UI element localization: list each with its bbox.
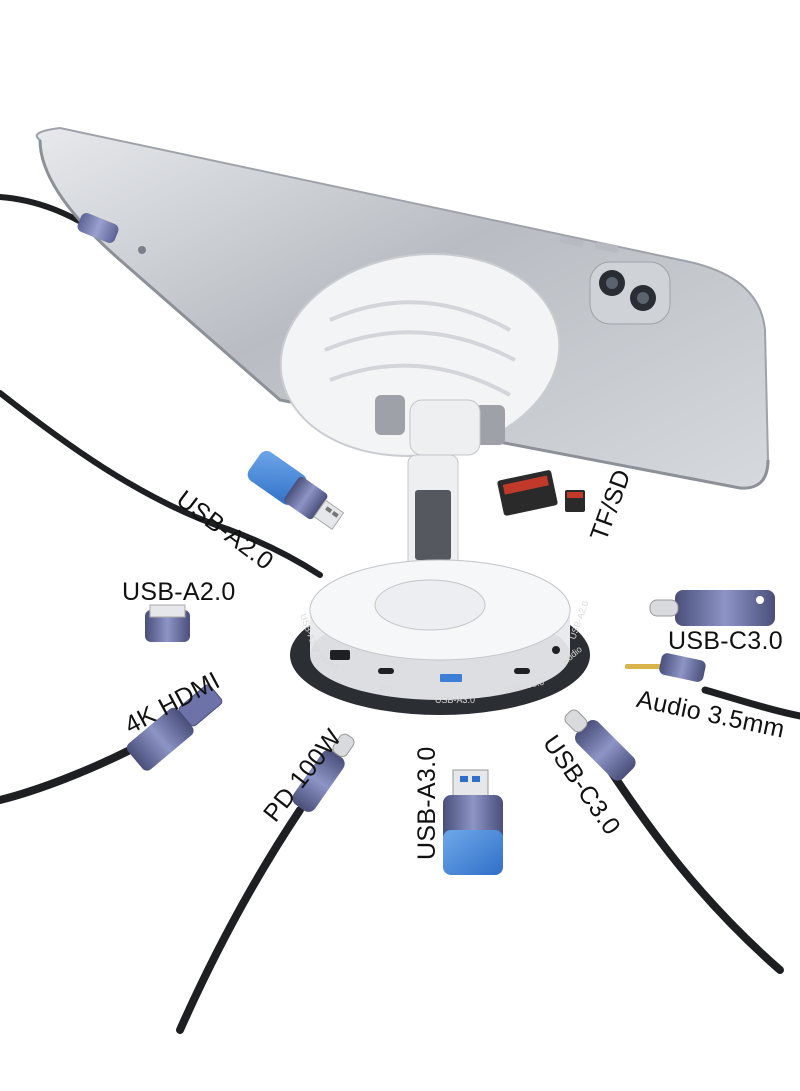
stand-hinge-left [375, 395, 405, 435]
pd-usb-c-connector-icon [292, 733, 355, 812]
label-usb-c3-top: USB-C3.0 [668, 627, 783, 655]
hub-cable [0, 390, 323, 578]
hdmi-port [330, 650, 350, 660]
sd-card-icon [497, 470, 585, 516]
tablet-usb-c-port-icon [138, 246, 146, 254]
tablet-button-2 [594, 242, 619, 253]
pd-port [378, 668, 394, 674]
hub-base: HDMI PD USB-A3.0 USB-C3.0 Audio USB-A2.0… [290, 559, 591, 715]
usb-c-cable [606, 766, 784, 974]
stand-arm-inlay [415, 490, 451, 560]
stand-joint [409, 399, 481, 456]
pd-cable [176, 806, 304, 1034]
camera-module-icon [589, 261, 671, 325]
hdmi-connector-icon [126, 684, 223, 771]
tablet-button-1 [559, 236, 584, 247]
usb-a3-stick-icon [443, 769, 503, 875]
label-usb-a3: USB-A3.0 [413, 746, 441, 860]
audio-jack-icon [625, 653, 706, 682]
stand-hinge-right [475, 405, 505, 445]
base-port-usb-a2-right-label: USB-A2.0 [567, 600, 590, 641]
usb-a2-adapter-icon [145, 604, 190, 642]
usb-a2-stick-icon [247, 450, 345, 530]
usb-c3-bottom-connector-icon [564, 709, 636, 781]
audio-cable [701, 686, 800, 720]
tablet-usb-c-connector [77, 213, 119, 243]
usb-c3-stick-icon [649, 590, 775, 626]
label-usb-a2-adapter: USB-A2.0 [122, 578, 236, 606]
usb-c3-port [514, 668, 530, 674]
usb-a3-port [440, 674, 462, 682]
base-port-pd-label: PD [380, 684, 393, 694]
cables [0, 194, 800, 1034]
base-port-usb-a3-label: USB-A3.0 [435, 695, 475, 705]
hdmi-cable [0, 746, 134, 804]
audio-port [552, 646, 560, 654]
base-pivot [374, 579, 486, 631]
tablet-edge [38, 139, 770, 490]
